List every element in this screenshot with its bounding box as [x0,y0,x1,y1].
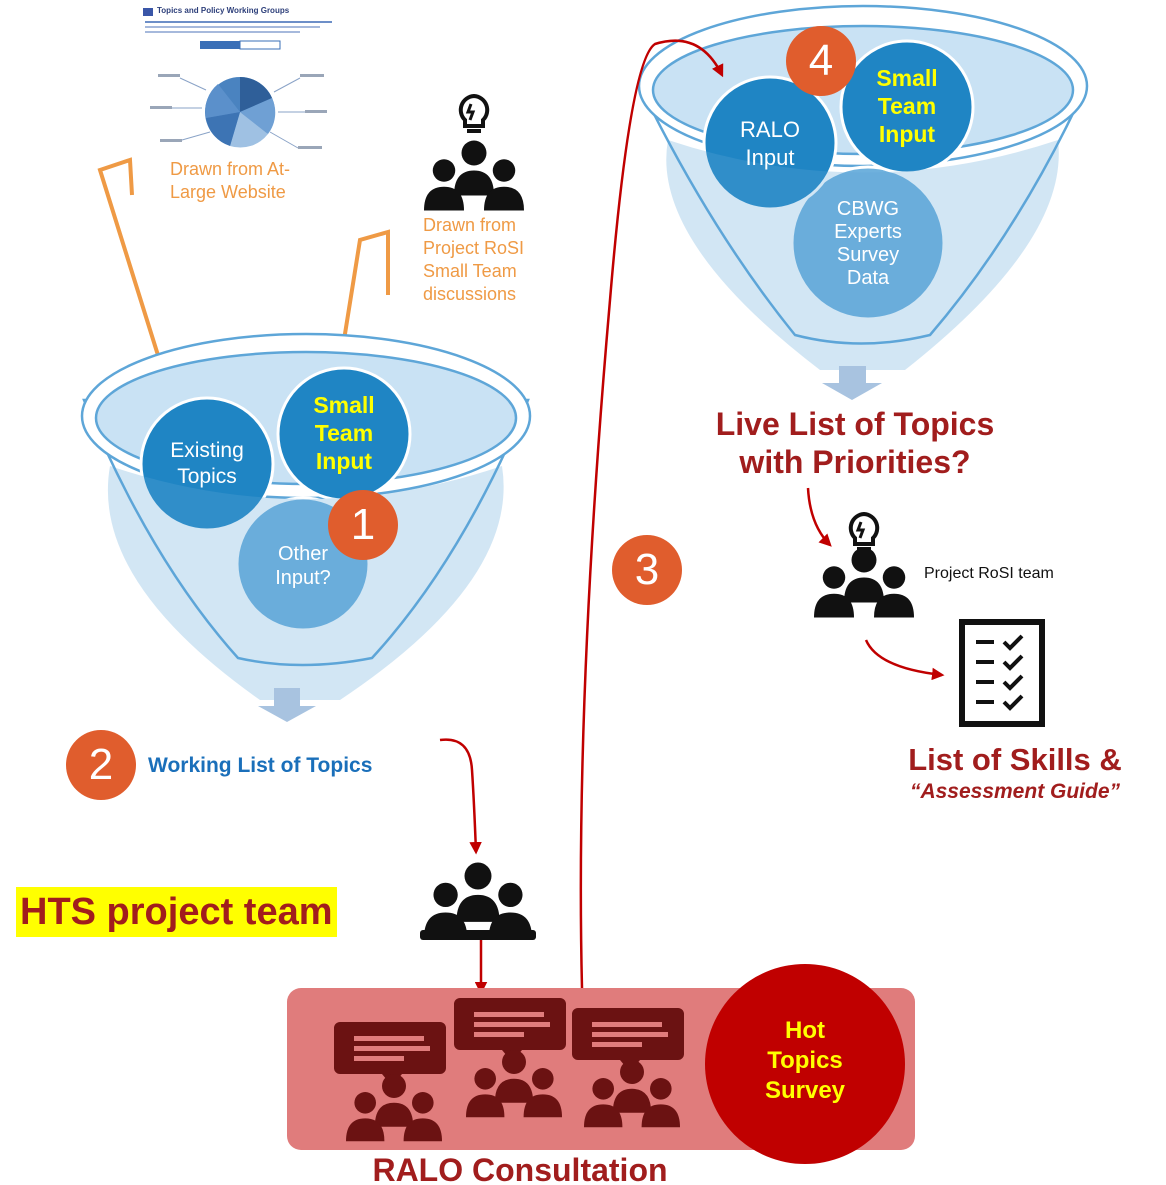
small-team-input-label-4: Small Team Input [876,65,938,147]
skills-line-1: List of Skills & [908,742,1122,777]
bubble-small-team-input-4 [839,39,975,175]
red-arrows [439,39,945,995]
small-team-input-label-1: Small Team Input [313,392,375,474]
bubble-ralo-input [702,75,838,211]
arrow-to-hts-team [439,738,482,855]
lightbulb-icon [458,94,490,135]
small-team-people-icon [424,140,524,211]
ralo-consultation-label: RALO Consultation [372,1152,668,1185]
bubble-existing-topics [139,396,275,532]
checklist-icon [959,619,1045,727]
note-at-large-website: Drawn from At-Large Website [170,159,291,202]
thumbnail-title: Topics and Policy Working Groups [157,6,290,15]
arrow-to-rosi-team [806,487,832,547]
hot-topics-survey-label: Hot Topics Survey [764,1017,846,1104]
skills-line-2: “Assessment Guide” [909,780,1121,803]
live-list-line-1: Live List of Topics [715,406,995,442]
hts-project-team-label: HTS project team [16,887,337,937]
rosi-team-label: Project RoSI team [924,565,1054,582]
live-list-line-2: with Priorities? [739,444,971,480]
hot-topics-survey-circle [705,964,905,1164]
cbwg-label: CBWG Experts Survey Data [834,198,902,289]
funnel-4 [637,4,1089,370]
step-2-badge: 2 [66,730,136,800]
step-4-badge: 4 [786,26,856,96]
bubble-cbwg [790,165,946,321]
note-rosi-small-team: Drawn from Project RoSI Small Team discu… [423,215,525,304]
arrow-3-to-funnel-4 [579,39,724,989]
thumbnail-logo-icon [143,8,153,16]
working-list-label: Working List of Topics [148,754,373,777]
other-input-label: Other Input? [275,543,331,589]
lightbulb-icon-rosi [848,512,880,553]
arrow-to-skills [864,639,945,681]
ralo-input-label: RALO Input [740,117,800,170]
website-thumbnail [140,6,340,201]
step-3-badge: 3 [612,535,682,605]
funnel-1 [80,332,532,700]
down-arrow-funnel-4 [822,366,882,400]
down-arrow-funnel-1 [258,688,316,722]
hts-team-people-icon [420,862,536,940]
rosi-team-people-icon [814,547,914,618]
thumbnail-pie-chart-icon [150,74,327,149]
step-1-badge: 1 [328,490,398,560]
existing-topics-label: Existing Topics [170,439,244,488]
orange-connectors [97,157,390,401]
